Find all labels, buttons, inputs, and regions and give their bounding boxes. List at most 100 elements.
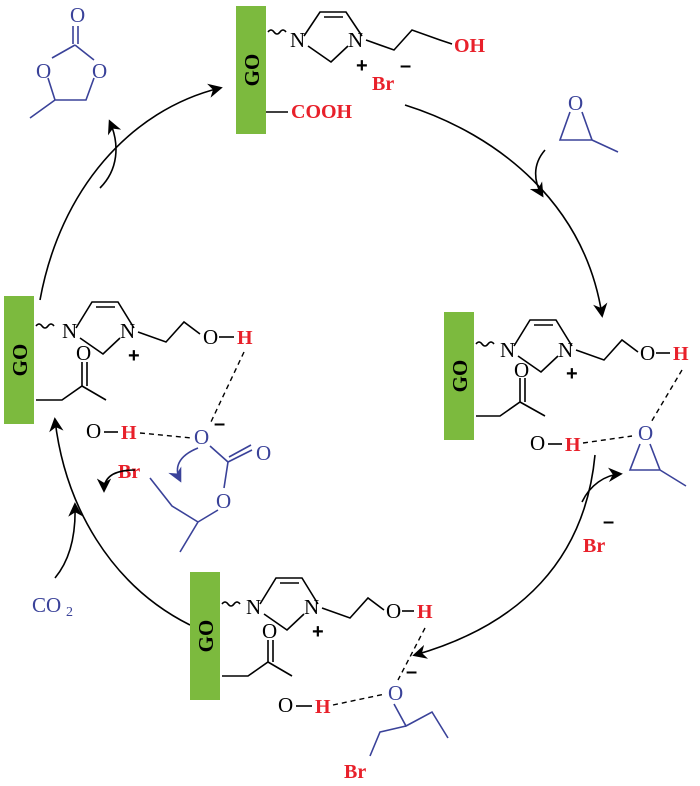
epoxide-oxygen: O xyxy=(568,91,583,115)
wavy-link xyxy=(475,341,495,347)
bromide-charge: – xyxy=(400,55,411,77)
arrow-br-in xyxy=(581,467,623,503)
go-bar xyxy=(236,6,266,134)
imidazole-ring xyxy=(75,301,135,356)
carbonyl-oxygen: O xyxy=(262,619,277,643)
plus-charge: + xyxy=(128,345,140,367)
cooh-group: COOH xyxy=(291,101,353,123)
carbonate-ring xyxy=(29,44,95,119)
carbonate-bonds xyxy=(209,444,253,489)
imidazole-n1: N xyxy=(246,595,261,619)
co2-reagent: CO 2 xyxy=(32,593,73,620)
side-arrows xyxy=(54,119,623,579)
ring-opened-intermediate: GO N N + O H O O H O – Br xyxy=(190,572,449,783)
go-label: GO xyxy=(8,344,32,377)
imidazole-n3: N xyxy=(348,28,363,52)
leaving-bromide: Br xyxy=(118,461,140,483)
bromide: Br xyxy=(344,761,366,783)
arrow-ringopened-to-carbonate xyxy=(49,417,191,626)
ring-oxygen-2: O xyxy=(92,59,107,83)
bromide: Br xyxy=(372,73,394,95)
carboxyl-oxygen: O xyxy=(530,431,545,455)
imidazole-n3: N xyxy=(304,595,319,619)
epoxide-ring xyxy=(558,111,619,153)
carbonate-charge: – xyxy=(214,413,225,435)
hydrogen-bonds xyxy=(139,351,245,439)
carbonyl-oxygen: O xyxy=(70,3,85,27)
hydroxyethyl-chain xyxy=(321,596,385,619)
hydroxyl-hydrogen: H xyxy=(673,343,689,365)
hydrogen-bonds xyxy=(582,369,683,444)
product-carbonate: O O O xyxy=(29,3,107,119)
co2-subscript: 2 xyxy=(66,605,73,620)
hydroxyl-oxygen: O xyxy=(203,325,218,349)
go-bar xyxy=(4,296,34,424)
imidazole-n3: N xyxy=(558,338,573,362)
nucleophilic-attack-arrow xyxy=(168,447,199,483)
arrow-to-catalyst xyxy=(39,83,223,301)
carbonyl-double-bond xyxy=(72,26,79,44)
carbonate-intermediate: GO N N + O H O O H O – O O Br xyxy=(4,296,271,553)
arrow-epoxide-in xyxy=(529,149,546,198)
oh-group: OH xyxy=(454,35,486,57)
co2-label: CO xyxy=(32,593,61,617)
plus-charge: + xyxy=(312,621,324,643)
carboxyl-hydrogen: H xyxy=(565,434,581,456)
arrow-activated-to-ringopened xyxy=(412,454,596,659)
alkoxide-charge: – xyxy=(406,661,417,683)
go-bar xyxy=(444,312,474,440)
carboxyl-bonds xyxy=(36,362,107,401)
imidazole-ring xyxy=(303,11,363,64)
hydroxyethyl-chain xyxy=(365,29,453,51)
imidazole-n1: N xyxy=(290,28,305,52)
hydroxyethyl-chain xyxy=(137,320,201,343)
carbonyl-oxygen: O xyxy=(514,358,529,382)
carboxyl-oxygen: O xyxy=(278,693,293,717)
go-label: GO xyxy=(194,620,218,653)
activated-epoxide: GO N N + O H O O H O Br – xyxy=(444,312,689,557)
wavy-link xyxy=(35,323,55,329)
carboxyl-bonds xyxy=(222,640,293,677)
bromopropyl-chain xyxy=(369,703,449,757)
propyl-backbone xyxy=(149,477,219,553)
carboxyl-oxygen: O xyxy=(86,419,101,443)
arrow-product-out xyxy=(99,119,122,189)
carbonate-carbonyl-oxygen: O xyxy=(256,441,271,465)
go-label: GO xyxy=(448,360,472,393)
ring-oxygen-1: O xyxy=(36,59,51,83)
imidazole-ring xyxy=(259,577,319,632)
arrow-catalyst-to-activated xyxy=(404,104,608,318)
epoxide-reagent: O xyxy=(558,91,619,153)
carbonate-ester-oxygen: O xyxy=(216,489,231,513)
imidazole-n1: N xyxy=(500,338,515,362)
imidazole-ring xyxy=(513,319,573,374)
carboxyl-hydrogen: H xyxy=(121,422,137,444)
imidazole-n1: N xyxy=(62,319,77,343)
go-label: GO xyxy=(240,54,264,87)
hydroxyl-oxygen: O xyxy=(640,341,655,365)
carboxyl-hydrogen: H xyxy=(315,696,331,718)
plus-charge: + xyxy=(356,55,368,77)
go-bar xyxy=(190,572,220,700)
bromide-charge: – xyxy=(603,511,614,533)
carboxyl-bonds xyxy=(476,378,546,417)
carbonyl-oxygen: O xyxy=(76,341,91,365)
epoxide-oxygen: O xyxy=(638,421,653,445)
wavy-link xyxy=(267,29,287,35)
hydrogen-bonds xyxy=(332,627,426,706)
bromide: Br xyxy=(583,535,605,557)
bromide-leaving-arrow xyxy=(96,469,136,493)
hydroxyl-hydrogen: H xyxy=(237,327,253,349)
wavy-link xyxy=(221,601,241,607)
carbonate-oxygen-anion: O xyxy=(194,425,209,449)
plus-charge: + xyxy=(566,363,578,385)
hydroxyl-oxygen: O xyxy=(386,599,401,623)
arrow-co2-in xyxy=(54,502,83,579)
catalyst-top: GO N N + OH COOH Br – xyxy=(236,6,486,134)
hydroxyl-hydrogen: H xyxy=(417,601,433,623)
epoxide-ring xyxy=(628,443,687,487)
alkoxide-oxygen: O xyxy=(388,681,403,705)
imidazole-n3: N xyxy=(120,319,135,343)
cycle-arrows xyxy=(39,83,608,659)
